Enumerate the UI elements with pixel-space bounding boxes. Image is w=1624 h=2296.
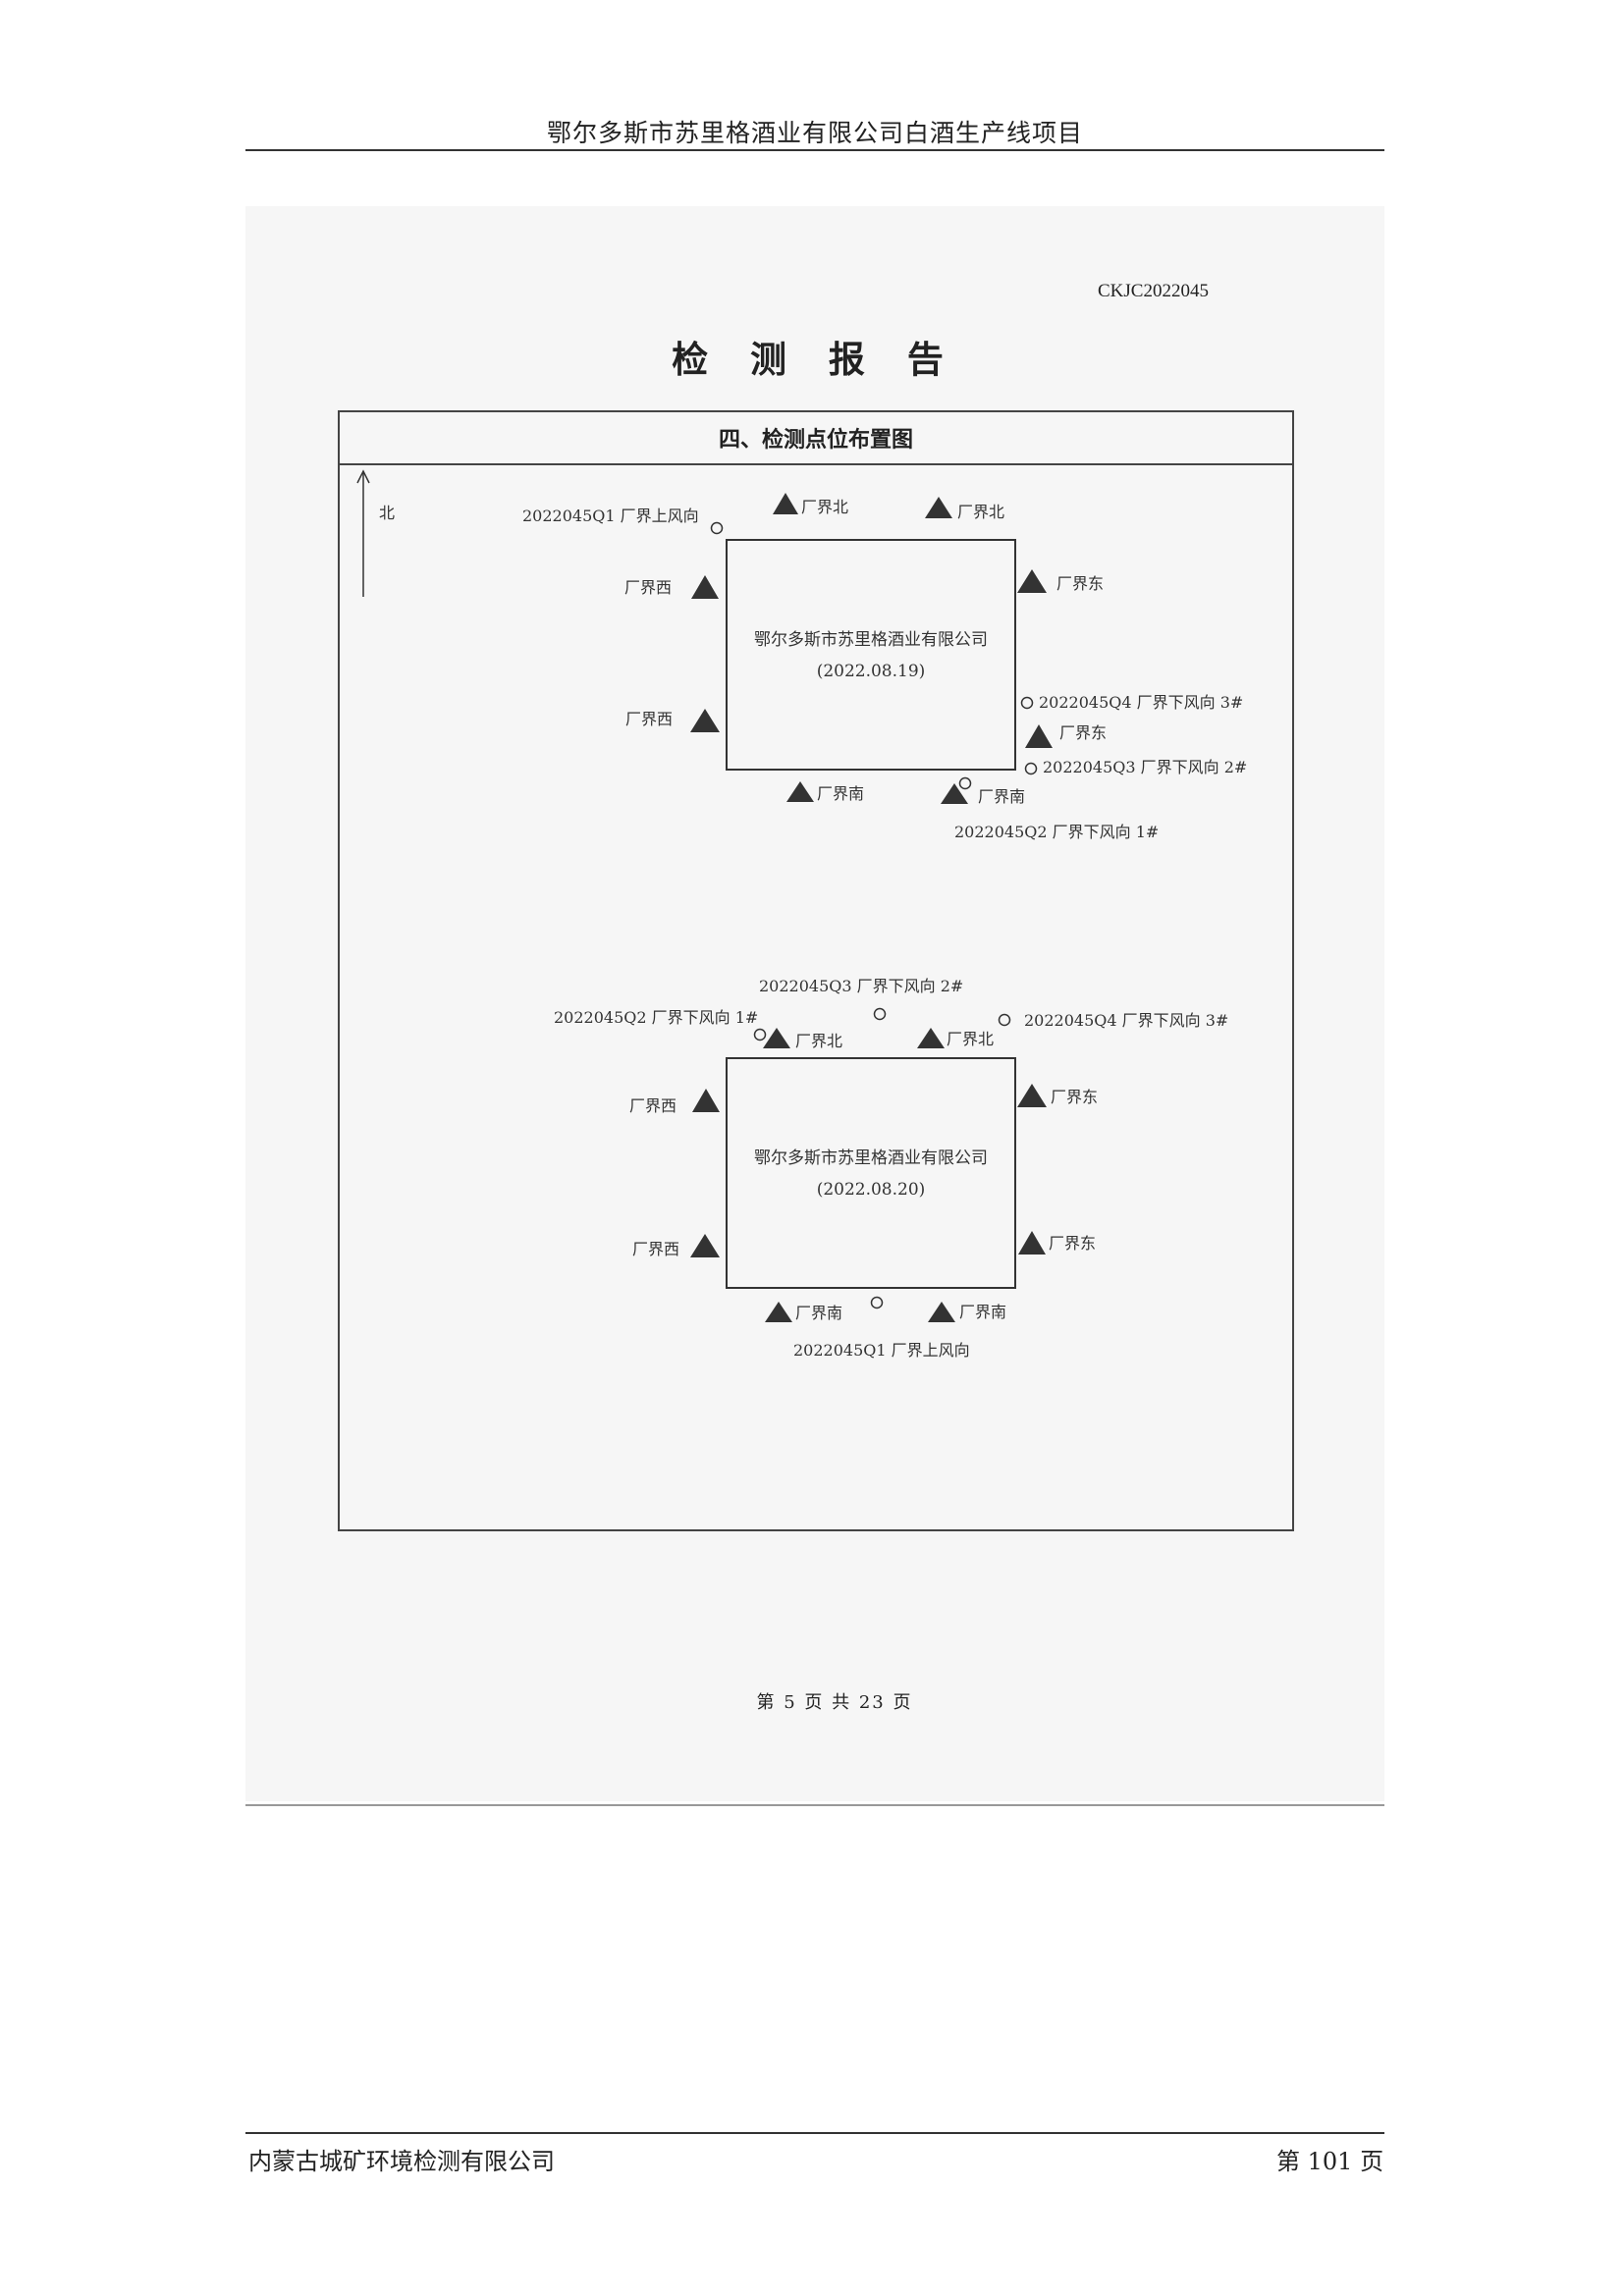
noise-point-triangle xyxy=(925,497,952,518)
plant-boundary xyxy=(726,539,1016,771)
point-label-south: 厂界南 xyxy=(817,784,864,803)
plot-2022-08-20: 鄂尔多斯市苏里格酒业有限公司 (2022.08.20) 厂界北 厂界北 厂界西 … xyxy=(554,977,1228,1360)
air-point-label: 2022045Q2 厂界下风向 1# xyxy=(954,823,1159,841)
noise-point-triangle xyxy=(763,1028,790,1048)
air-sampling-point-circle xyxy=(1020,696,1034,710)
air-sampling-point-circle xyxy=(753,1028,767,1041)
air-sampling-point-circle xyxy=(998,1013,1011,1027)
air-sampling-point-circle xyxy=(873,1007,887,1021)
air-sampling-point-circle xyxy=(710,521,724,535)
air-point-label: 2022045Q3 厂界下风向 2# xyxy=(759,977,963,995)
point-label-north: 厂界北 xyxy=(801,498,848,516)
air-point-label: 2022045Q3 厂界下风向 2# xyxy=(1043,758,1247,776)
point-label-south: 厂界南 xyxy=(795,1304,842,1322)
point-label-south: 厂界南 xyxy=(978,787,1025,806)
scan-bottom-edge xyxy=(245,1804,1384,1806)
noise-point-triangle xyxy=(928,1302,955,1322)
scanned-report-page xyxy=(245,206,1384,1801)
document-header-title: 鄂尔多斯市苏里格酒业有限公司白酒生产线项目 xyxy=(546,119,1083,147)
noise-point-triangle xyxy=(1025,724,1053,748)
noise-point-triangle xyxy=(1018,1231,1046,1255)
noise-point-triangle xyxy=(691,575,719,599)
noise-point-triangle xyxy=(917,1028,945,1048)
point-label-east: 厂界东 xyxy=(1051,1088,1098,1106)
noise-point-triangle xyxy=(941,783,968,804)
noise-point-triangle xyxy=(690,709,720,732)
point-label-west: 厂界西 xyxy=(624,578,672,597)
footer-page-number: 第 101 页 xyxy=(1276,2148,1384,2175)
noise-point-triangle xyxy=(1017,1084,1047,1107)
report-code: CKJC2022045 xyxy=(1098,281,1209,301)
report-title: 检 测 报 告 xyxy=(672,339,958,381)
air-sampling-point-circle xyxy=(1024,762,1038,775)
noise-point-triangle xyxy=(773,493,798,514)
report-page-number: 第 5 页 共 23 页 xyxy=(756,1692,913,1713)
air-point-label: 2022045Q2 厂界下风向 1# xyxy=(554,1008,758,1027)
footer-rule xyxy=(245,2132,1384,2134)
noise-point-triangle xyxy=(786,781,814,802)
air-point-label: 2022045Q1 厂界上风向 xyxy=(522,507,699,525)
point-label-west: 厂界西 xyxy=(625,710,673,728)
air-sampling-point-circle xyxy=(958,776,972,790)
point-label-north: 厂界北 xyxy=(947,1030,994,1048)
noise-point-triangle xyxy=(692,1089,720,1112)
section-heading: 四、检测点位布置图 xyxy=(718,428,913,453)
air-point-label: 2022045Q4 厂界下风向 3# xyxy=(1024,1011,1228,1030)
air-sampling-point-circle xyxy=(870,1296,884,1309)
point-label-north: 厂界北 xyxy=(957,503,1004,521)
footer-company: 内蒙古城矿环境检测有限公司 xyxy=(248,2148,555,2175)
point-label-south: 厂界南 xyxy=(959,1303,1006,1321)
plot-2022-08-19: 鄂尔多斯市苏里格酒业有限公司 (2022.08.19) 厂界北 厂界北 厂界西 … xyxy=(522,493,1247,841)
point-label-west: 厂界西 xyxy=(629,1096,677,1115)
point-label-east: 厂界东 xyxy=(1056,574,1104,593)
point-label-west: 厂界西 xyxy=(632,1240,679,1258)
point-label-east: 厂界东 xyxy=(1049,1234,1096,1253)
point-label-east: 厂界东 xyxy=(1059,723,1107,742)
diagram-frame xyxy=(338,410,1294,1531)
plant-name: 鄂尔多斯市苏里格酒业有限公司 xyxy=(754,1148,988,1168)
point-label-north: 厂界北 xyxy=(795,1032,842,1050)
sampling-date: (2022.08.19) xyxy=(817,662,926,681)
noise-point-triangle xyxy=(765,1302,792,1322)
frame-header-rule xyxy=(338,463,1294,465)
air-point-label: 2022045Q1 厂界上风向 xyxy=(793,1341,970,1360)
noise-point-triangle xyxy=(690,1234,720,1257)
header-rule xyxy=(245,149,1384,151)
sampling-date: (2022.08.20) xyxy=(817,1180,926,1200)
monitoring-point-diagram: 北 鄂尔多斯市苏里格酒业有限公司 (2022.08.19) 厂界北 厂界北 厂界… xyxy=(356,469,1247,1360)
noise-point-triangle xyxy=(1017,569,1047,593)
north-label: 北 xyxy=(379,504,395,522)
plant-boundary xyxy=(726,1057,1016,1289)
air-point-label: 2022045Q4 厂界下风向 3# xyxy=(1039,693,1243,712)
north-arrow xyxy=(356,469,370,597)
plant-name: 鄂尔多斯市苏里格酒业有限公司 xyxy=(754,630,988,650)
